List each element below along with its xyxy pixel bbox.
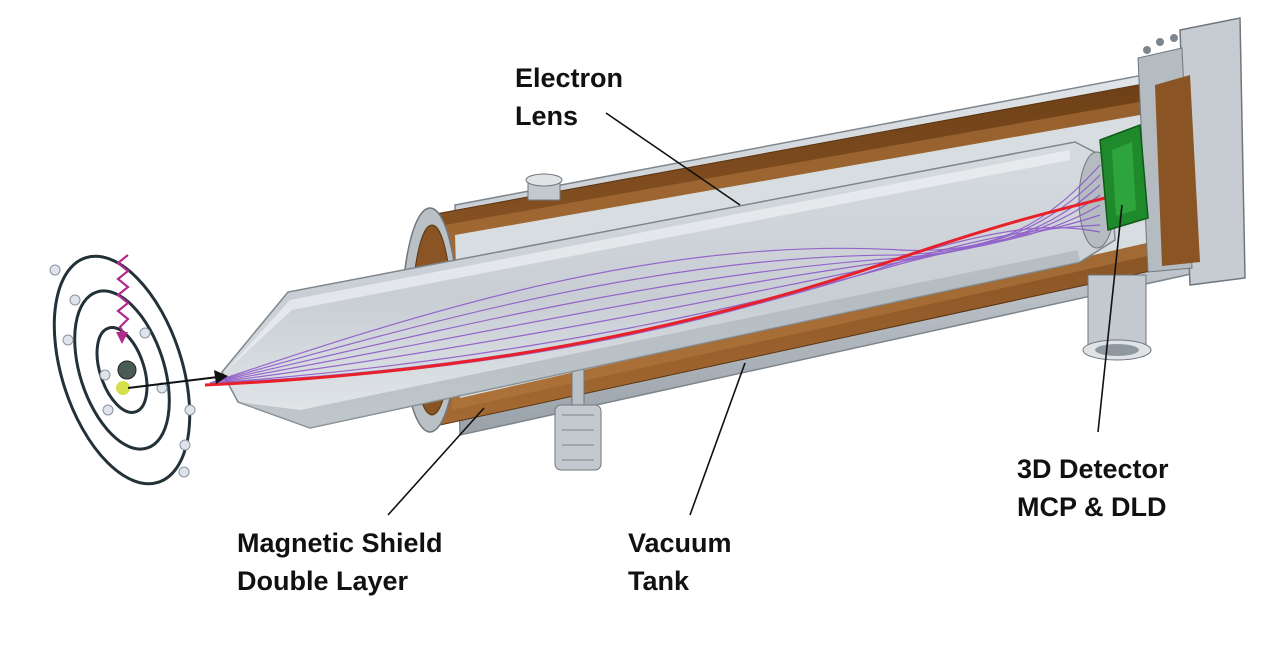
leader-electron-lens bbox=[605, 112, 741, 206]
label-detector: 3D Detector MCP & DLD bbox=[1017, 454, 1176, 522]
rear-flange bbox=[1137, 17, 1246, 286]
top-port bbox=[525, 173, 563, 201]
label-vacuum-tank: Vacuum Tank bbox=[628, 528, 739, 596]
leader-detector bbox=[1097, 204, 1123, 433]
label-magnetic-shield: Magnetic Shield Double Layer bbox=[237, 528, 450, 596]
electron-lens bbox=[221, 141, 1116, 429]
pump-port bbox=[1082, 274, 1152, 361]
label-electron-lens: Electron Lens bbox=[515, 63, 631, 131]
main-trajectory bbox=[204, 196, 1106, 387]
atom-icon bbox=[49, 254, 196, 486]
leader-magnetic-shield bbox=[387, 407, 485, 516]
photon-icon bbox=[116, 254, 130, 344]
detector-mcp-dld bbox=[1099, 123, 1149, 231]
leader-vacuum-tank bbox=[689, 362, 746, 516]
emission-arrow bbox=[127, 370, 228, 389]
